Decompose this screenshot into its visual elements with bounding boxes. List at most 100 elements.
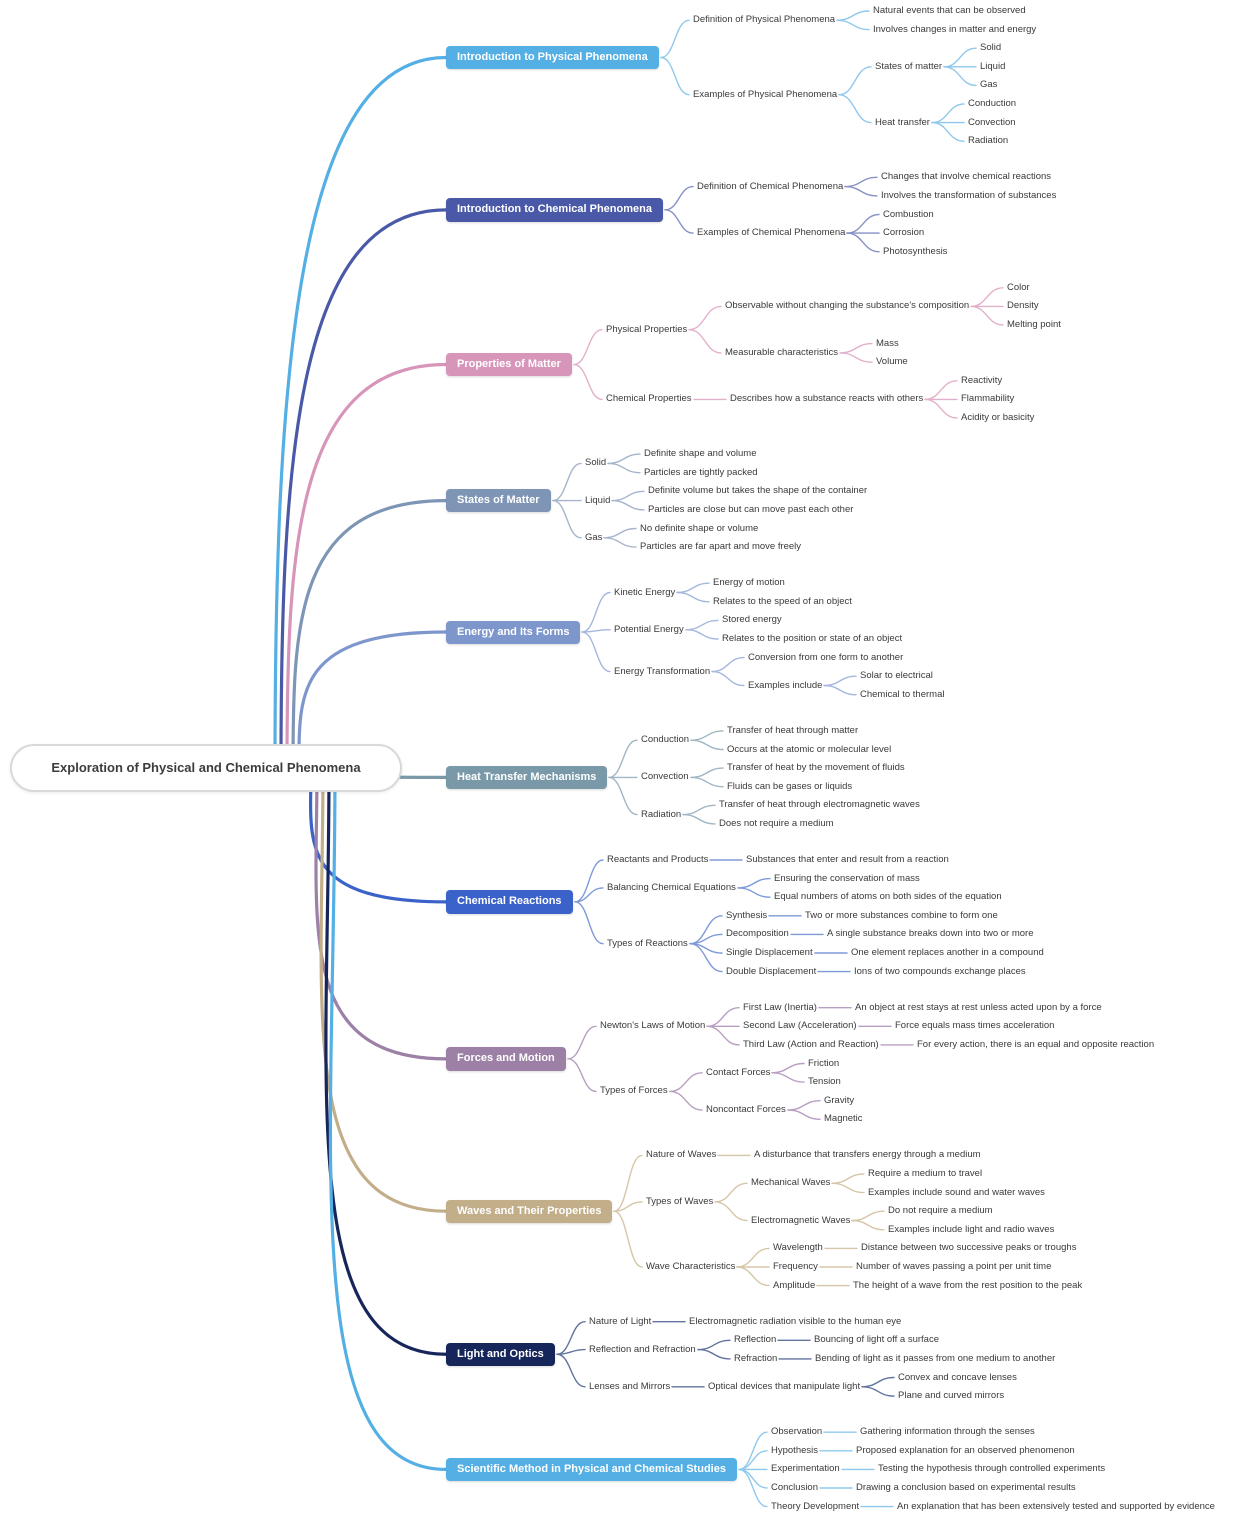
topic-node-relates-to-the-position-or-state-of-an-o[interactable]: Relates to the position or state of an o… — [722, 633, 903, 644]
topic-node-electromagnetic-waves[interactable]: Electromagnetic Waves — [751, 1214, 851, 1226]
topic-node-photosynthesis[interactable]: Photosynthesis — [883, 245, 948, 257]
topic-node-equal-numbers-of-atoms-on-both-sides-of-[interactable]: Equal numbers of atoms on both sides of … — [774, 891, 1002, 903]
topic-node-energy-transformation[interactable]: Energy Transformation — [614, 665, 711, 677]
topic-node-liquid[interactable]: Liquid — [980, 60, 1006, 72]
topic-node-balancing-chemical-equations[interactable]: Balancing Chemical Equations — [607, 881, 736, 893]
topic-node-an-explanation-that-has-been-extensively[interactable]: An explanation that has been extensively… — [897, 1500, 1215, 1512]
topic-node-melting-point[interactable]: Melting point — [1007, 319, 1061, 330]
topic-node-involves-the-transformation-of-substance[interactable]: Involves the transformation of substance… — [881, 189, 1057, 201]
topic-node-do-not-require-a-medium[interactable]: Do not require a medium — [888, 1205, 993, 1217]
topic-node-first-law-inertia[interactable]: First Law (Inertia) — [743, 1001, 817, 1013]
topic-node-examples-include-sound-and-water-waves[interactable]: Examples include sound and water waves — [868, 1186, 1045, 1198]
topic-node-conduction[interactable]: Conduction — [968, 98, 1017, 109]
topic-node-heat-transfer[interactable]: Heat transfer — [875, 116, 930, 128]
branch-box-energy-and-its-forms[interactable]: Energy and Its Forms — [446, 620, 581, 644]
topic-node-examples-of-physical-phenomena[interactable]: Examples of Physical Phenomena — [693, 88, 838, 100]
topic-node-types-of-forces[interactable]: Types of Forces — [600, 1085, 668, 1097]
topic-node-stored-energy[interactable]: Stored energy — [722, 614, 782, 626]
topic-node-gathering-information-through-the-senses[interactable]: Gathering information through the senses — [860, 1426, 1035, 1438]
topic-node-bending-of-light-as-it-passes-from-one-m[interactable]: Bending of light as it passes from one m… — [815, 1352, 1056, 1364]
topic-node-kinetic-energy[interactable]: Kinetic Energy — [614, 586, 676, 598]
topic-node-physical-properties[interactable]: Physical Properties — [606, 323, 688, 335]
topic-node-drawing-a-conclusion-based-on-experiment[interactable]: Drawing a conclusion based on experiment… — [856, 1482, 1076, 1493]
topic-node-does-not-require-a-medium[interactable]: Does not require a medium — [719, 817, 834, 829]
branch-box-scientific-method-in-physical-and-chemic[interactable]: Scientific Method in Physical and Chemic… — [446, 1457, 737, 1482]
topic-node-convex-and-concave-lenses[interactable]: Convex and concave lenses — [898, 1371, 1017, 1383]
topic-node-wave-characteristics[interactable]: Wave Characteristics — [646, 1261, 736, 1272]
topic-node-fluids-can-be-gases-or-liquids[interactable]: Fluids can be gases or liquids — [727, 780, 853, 792]
topic-node-wavelength[interactable]: Wavelength — [773, 1242, 823, 1254]
topic-node-definite-shape-and-volume[interactable]: Definite shape and volume — [644, 448, 757, 460]
topic-node-a-single-substance-breaks-down-into-two-[interactable]: A single substance breaks down into two … — [827, 928, 1034, 940]
topic-node-combustion[interactable]: Combustion — [883, 208, 934, 220]
topic-node-solid[interactable]: Solid — [980, 42, 1002, 54]
topic-node-hypothesis[interactable]: Hypothesis — [771, 1444, 818, 1456]
topic-node-transfer-of-heat-through-electromagnetic[interactable]: Transfer of heat through electromagnetic… — [719, 799, 920, 811]
topic-node-changes-that-involve-chemical-reactions[interactable]: Changes that involve chemical reactions — [881, 171, 1052, 183]
topic-node-single-displacement[interactable]: Single Displacement — [726, 947, 813, 958]
topic-node-occurs-at-the-atomic-or-molecular-level[interactable]: Occurs at the atomic or molecular level — [727, 743, 892, 755]
topic-node-definite-volume-but-takes-the-shape-of-t[interactable]: Definite volume but takes the shape of t… — [648, 485, 868, 497]
topic-node-energy-of-motion[interactable]: Energy of motion — [713, 577, 785, 589]
topic-node-third-law-action-and-reaction[interactable]: Third Law (Action and Reaction) — [743, 1038, 879, 1050]
topic-node-particles-are-close-but-can-move-past-ea[interactable]: Particles are close but can move past ea… — [648, 503, 854, 515]
topic-node-color[interactable]: Color — [1007, 281, 1030, 293]
topic-node-noncontact-forces[interactable]: Noncontact Forces — [706, 1104, 786, 1115]
branch-box-properties-of-matter[interactable]: Properties of Matter — [446, 353, 572, 377]
topic-node-mechanical-waves[interactable]: Mechanical Waves — [751, 1177, 831, 1189]
topic-node-observation[interactable]: Observation — [771, 1426, 823, 1438]
topic-node-refraction[interactable]: Refraction — [734, 1352, 778, 1364]
topic-node-reflection-and-refraction[interactable]: Reflection and Refraction — [589, 1343, 696, 1355]
branch-box-states-of-matter[interactable]: States of Matter — [446, 489, 551, 513]
branch-box-light-and-optics[interactable]: Light and Optics — [446, 1342, 555, 1366]
topic-node-mass[interactable]: Mass — [876, 337, 899, 349]
topic-node-an-object-at-rest-stays-at-rest-unless-a[interactable]: An object at rest stays at rest unless a… — [855, 1001, 1102, 1013]
topic-node-for-every-action-there-is-an-equal-and-o[interactable]: For every action, there is an equal and … — [917, 1038, 1155, 1050]
topic-node-optical-devices-that-manipulate-light[interactable]: Optical devices that manipulate light — [708, 1380, 861, 1392]
topic-node-observable-without-changing-the-substanc[interactable]: Observable without changing the substanc… — [725, 300, 970, 312]
topic-node-the-height-of-a-wave-from-the-rest-posit[interactable]: The height of a wave from the rest posit… — [853, 1279, 1083, 1291]
topic-node-particles-are-far-apart-and-move-freely[interactable]: Particles are far apart and move freely — [640, 541, 802, 553]
topic-node-reactants-and-products[interactable]: Reactants and Products — [607, 854, 709, 865]
topic-node-second-law-acceleration[interactable]: Second Law (Acceleration) — [743, 1020, 857, 1032]
topic-node-natural-events-that-can-be-observed[interactable]: Natural events that can be observed — [873, 5, 1026, 16]
topic-node-volume[interactable]: Volume — [876, 356, 908, 368]
topic-node-examples-of-chemical-phenomena[interactable]: Examples of Chemical Phenomena — [697, 227, 846, 239]
topic-node-decomposition[interactable]: Decomposition — [726, 928, 789, 940]
topic-node-conclusion[interactable]: Conclusion — [771, 1482, 818, 1493]
branch-box-introduction-to-chemical-phenomena[interactable]: Introduction to Chemical Phenomena — [446, 198, 663, 222]
topic-node-particles-are-tightly-packed[interactable]: Particles are tightly packed — [644, 466, 758, 478]
topic-node-tension[interactable]: Tension — [808, 1076, 841, 1088]
topic-node-flammability[interactable]: Flammability — [961, 393, 1015, 405]
topic-node-examples-include-light-and-radio-waves[interactable]: Examples include light and radio waves — [888, 1223, 1055, 1235]
topic-node-definition-of-chemical-phenomena[interactable]: Definition of Chemical Phenomena — [697, 180, 844, 192]
topic-node-synthesis[interactable]: Synthesis — [726, 909, 768, 921]
topic-node-relates-to-the-speed-of-an-object[interactable]: Relates to the speed of an object — [713, 595, 852, 607]
topic-node-density[interactable]: Density — [1007, 300, 1039, 312]
topic-node-conduction[interactable]: Conduction — [641, 734, 690, 746]
topic-node-types-of-reactions[interactable]: Types of Reactions — [607, 937, 688, 949]
topic-node-potential-energy[interactable]: Potential Energy — [614, 623, 684, 635]
topic-node-conversion-from-one-form-to-another[interactable]: Conversion from one form to another — [748, 651, 904, 663]
topic-node-double-displacement[interactable]: Double Displacement — [726, 965, 817, 977]
topic-node-nature-of-light[interactable]: Nature of Light — [589, 1315, 652, 1327]
topic-node-plane-and-curved-mirrors[interactable]: Plane and curved mirrors — [898, 1390, 1005, 1402]
topic-node-no-definite-shape-or-volume[interactable]: No definite shape or volume — [640, 522, 759, 534]
topic-node-ensuring-the-conservation-of-mass[interactable]: Ensuring the conservation of mass — [774, 872, 920, 884]
topic-node-solar-to-electrical[interactable]: Solar to electrical — [860, 670, 933, 682]
topic-node-substances-that-enter-and-result-from-a-[interactable]: Substances that enter and result from a … — [746, 854, 949, 865]
branch-box-chemical-reactions[interactable]: Chemical Reactions — [446, 890, 573, 914]
topic-node-theory-development[interactable]: Theory Development — [771, 1500, 860, 1512]
topic-node-contact-forces[interactable]: Contact Forces — [706, 1066, 771, 1078]
topic-node-electromagnetic-radiation-visible-to-the[interactable]: Electromagnetic radiation visible to the… — [689, 1315, 902, 1327]
topic-node-reflection[interactable]: Reflection — [734, 1334, 777, 1346]
topic-node-describes-how-a-substance-reacts-with-ot[interactable]: Describes how a substance reacts with ot… — [730, 393, 924, 405]
topic-node-frequency[interactable]: Frequency — [773, 1261, 818, 1272]
topic-node-types-of-waves[interactable]: Types of Waves — [646, 1195, 714, 1207]
topic-node-gas[interactable]: Gas — [980, 79, 998, 91]
branch-box-waves-and-their-properties[interactable]: Waves and Their Properties — [446, 1199, 613, 1223]
topic-node-states-of-matter[interactable]: States of matter — [875, 60, 943, 72]
topic-node-solid[interactable]: Solid — [585, 457, 607, 469]
central-topic[interactable]: Exploration of Physical and Chemical Phe… — [10, 743, 402, 793]
topic-node-bouncing-of-light-off-a-surface[interactable]: Bouncing of light off a surface — [814, 1334, 939, 1346]
